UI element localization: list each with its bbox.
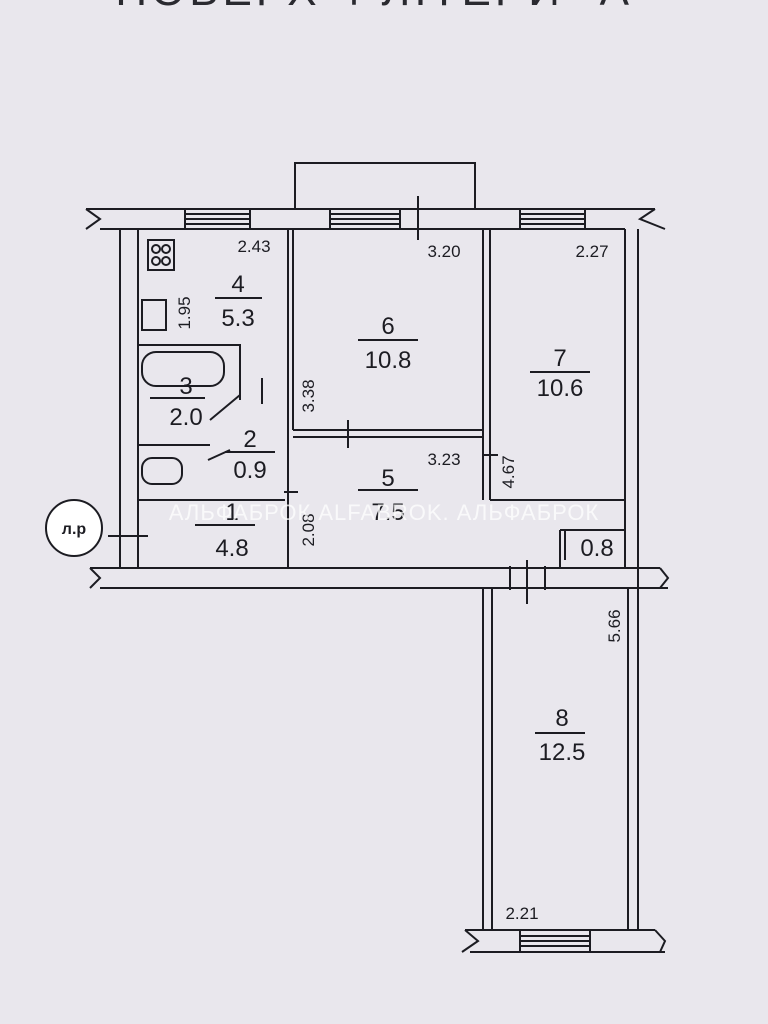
- window-kitchen: [184, 208, 251, 230]
- dim-room7-width: 2.27: [575, 242, 608, 261]
- room-1-number: 1: [225, 499, 238, 526]
- room8-left-wall: [482, 588, 493, 930]
- closet-walls: [559, 529, 625, 568]
- left-exterior-wall: [119, 229, 139, 568]
- room-1-area: 4.8: [215, 535, 248, 562]
- room-6-area: 10.8: [365, 347, 412, 374]
- stove-burner: [161, 244, 171, 254]
- kitchen-sink: [141, 299, 167, 331]
- dim-room7-depth: 4.67: [499, 455, 518, 488]
- door-room8: [509, 560, 546, 604]
- room-8-area: 12.5: [539, 739, 586, 766]
- right-exterior-wall: [624, 229, 639, 588]
- window-room6: [329, 208, 401, 230]
- window-room8: [519, 929, 591, 953]
- room-3-number: 3: [179, 373, 192, 400]
- dim-room8-width: 2.21: [505, 904, 538, 923]
- wall-bath-top: [138, 344, 241, 400]
- dim-kitchen-width: 2.43: [237, 237, 270, 256]
- stove-burner: [161, 256, 171, 266]
- middle-exterior-wall: [90, 567, 668, 589]
- room-7-area: 10.6: [537, 375, 584, 402]
- bottom-left-break: [89, 567, 102, 589]
- top-left-break: [85, 208, 102, 230]
- room-3-area: 2.0: [169, 404, 202, 431]
- room-7-number: 7: [553, 345, 566, 372]
- top-right-break: [637, 208, 666, 230]
- bathtub: [141, 351, 225, 387]
- stove-burner: [151, 244, 161, 254]
- wall-kitchen-room6: [287, 229, 294, 568]
- dim-hall-width: 3.23: [427, 450, 460, 469]
- room-6-number: 6: [381, 313, 394, 340]
- room8-right-wall: [627, 588, 639, 930]
- room-5-area: 7.5: [371, 499, 404, 526]
- bottom-right-break: [659, 567, 670, 589]
- dim-hall-depth: 2.08: [299, 513, 318, 546]
- door-bath-wc: [207, 394, 241, 461]
- stove: [147, 239, 175, 271]
- stove-burner: [151, 256, 161, 266]
- dim-room6-depth: 3.38: [299, 379, 318, 412]
- dim-kitchen-depth: 1.95: [175, 296, 194, 329]
- closet-area: 0.8: [580, 535, 613, 562]
- entrance-marker-icon: [45, 499, 103, 557]
- wall-room6-hall: [293, 429, 483, 438]
- toilet: [141, 457, 183, 485]
- room-4-area: 5.3: [221, 305, 254, 332]
- room8-left-break: [461, 929, 480, 953]
- room-8-number: 8: [555, 705, 568, 732]
- room-2-number: 2: [243, 426, 256, 453]
- room-4-number: 4: [231, 271, 244, 298]
- dim-room8-length: 5.66: [605, 609, 624, 642]
- window-room7: [519, 208, 586, 230]
- room8-right-break: [654, 929, 667, 953]
- entrance-label: л.р: [62, 521, 87, 538]
- dim-room6-width: 3.20: [427, 242, 460, 261]
- plan-heading: ПОВЕРХ 4 ЛІТЕРИ "А": [0, 0, 768, 16]
- wall-room6-room7: [482, 229, 491, 500]
- room-5-number: 5: [381, 465, 394, 492]
- watermark: АЛЬФАБРОК ALFABROK. АЛЬФАБРОК: [169, 500, 600, 525]
- room-2-area: 0.9: [233, 457, 266, 484]
- balcony-outline: [294, 162, 476, 210]
